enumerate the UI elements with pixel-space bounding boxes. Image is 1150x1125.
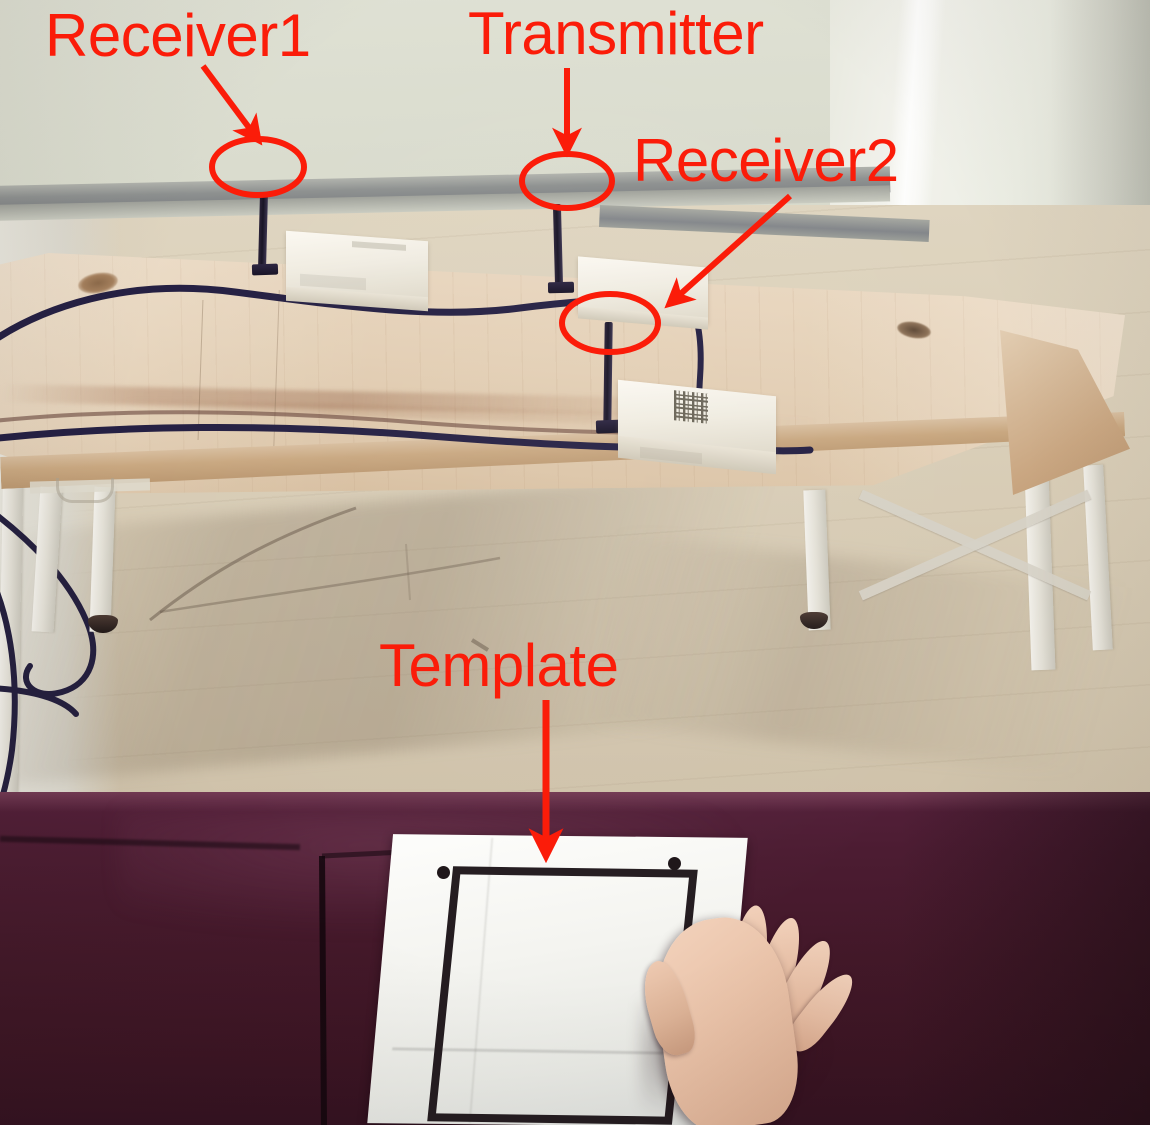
table-apron-hook bbox=[56, 478, 114, 503]
desk-top-highlight bbox=[0, 792, 1150, 812]
receiver1-antenna-base bbox=[251, 263, 279, 276]
transmitter-antenna-base bbox=[547, 281, 575, 294]
label-receiver1: Receiver1 bbox=[45, 2, 311, 69]
label-receiver2: Receiver2 bbox=[633, 127, 899, 194]
label-template: Template bbox=[379, 632, 619, 699]
receiver2-antenna bbox=[603, 321, 613, 427]
table-foot-left bbox=[88, 615, 118, 633]
template-corner-top-left bbox=[437, 866, 450, 879]
template-corner-top-right bbox=[668, 857, 681, 870]
table-foot-right bbox=[800, 612, 828, 629]
floor-marks bbox=[149, 506, 501, 652]
desk-shadow-right bbox=[900, 792, 1150, 1125]
label-transmitter: Transmitter bbox=[468, 0, 764, 67]
receiver2-qr-code bbox=[674, 390, 708, 424]
